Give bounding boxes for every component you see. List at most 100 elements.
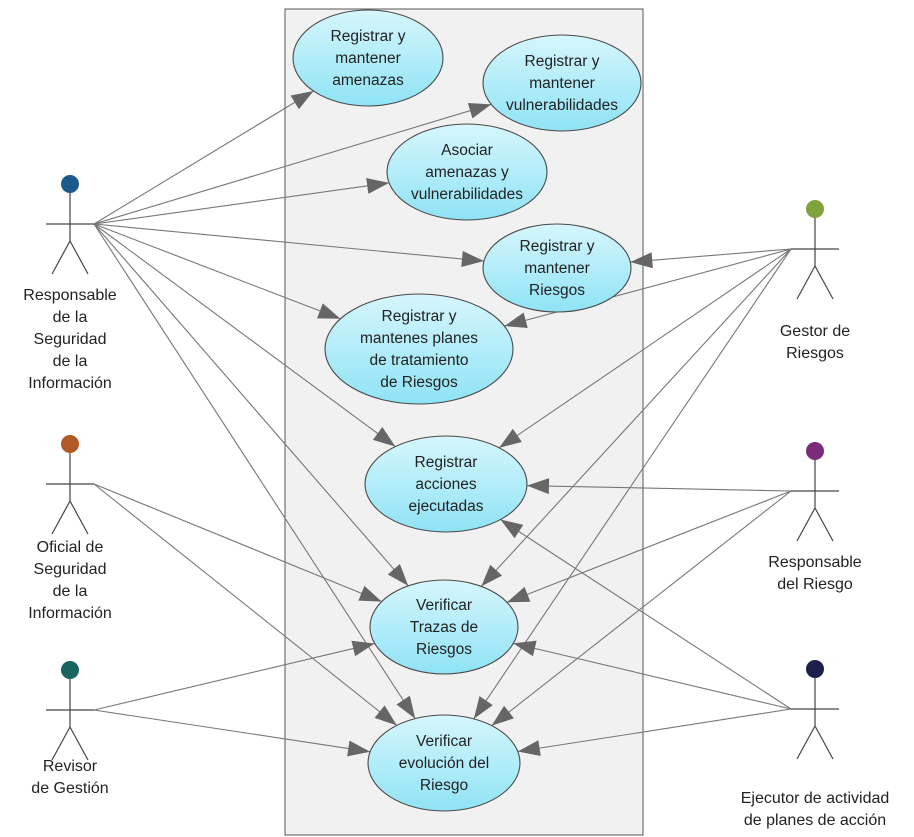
- use-case-ellipse: [386, 123, 548, 221]
- association-gr-uc7: [480, 248, 792, 587]
- actor-label: Seguridad: [34, 561, 107, 578]
- arrowhead: [290, 90, 314, 110]
- use-case-label: Asociar: [441, 142, 493, 159]
- arrowhead: [396, 695, 416, 719]
- arrowhead: [630, 252, 653, 269]
- use-case-ellipse: [482, 223, 632, 313]
- arrowhead: [358, 585, 382, 602]
- arrowhead: [481, 564, 503, 587]
- use-case-ellipse: [482, 34, 642, 132]
- actor-head-icon: [806, 660, 824, 678]
- arrowhead: [366, 177, 390, 194]
- actor-label: de la: [53, 583, 88, 600]
- use-case-label: mantener: [335, 50, 400, 67]
- actor-label: de Gestión: [31, 780, 108, 797]
- association-ea-uc8: [517, 708, 792, 757]
- actor-label: Información: [28, 605, 112, 622]
- actor-label: Riesgos: [786, 345, 844, 362]
- arrowhead: [499, 428, 522, 448]
- stick-figure-icon: [791, 218, 839, 300]
- use-case-ellipse: [369, 579, 519, 675]
- use-case-label: mantener: [524, 260, 589, 277]
- arrowhead: [387, 563, 409, 586]
- actor-label: Gestor de: [780, 323, 850, 340]
- use-case-label: Riesgos: [529, 282, 585, 299]
- use-case-label: acciones: [415, 476, 476, 493]
- association-rr-uc6: [526, 478, 792, 495]
- actor-head-icon: [806, 442, 824, 460]
- use-case-ellipse: [367, 714, 521, 812]
- association-rsi-uc8: [93, 223, 416, 719]
- stick-figure-icon: [46, 193, 94, 275]
- association-ea-uc7: [513, 640, 792, 710]
- association-rr-uc8: [491, 490, 792, 727]
- arrowhead: [473, 696, 493, 719]
- use-case-label: vulnerabilidades: [506, 97, 618, 114]
- use-case-label: amenazas: [332, 72, 404, 89]
- use-case-label: Verificar: [416, 733, 472, 750]
- arrowhead: [526, 478, 550, 495]
- use-case-label: ejecutadas: [409, 498, 484, 515]
- associations-layer: [93, 90, 792, 757]
- use-case-uc2[interactable]: Registrar y mantener vulnerabilidades: [482, 34, 642, 132]
- association-rsi-uc3: [93, 177, 390, 225]
- association-osi-uc7: [93, 483, 382, 603]
- arrowhead: [347, 740, 371, 757]
- association-rg-uc7: [93, 640, 375, 711]
- arrowhead: [467, 103, 492, 119]
- use-case-label: Registrar y: [382, 308, 457, 325]
- arrowhead: [517, 740, 541, 757]
- actor-osi[interactable]: Oficial de Seguridad de la Información: [28, 435, 112, 622]
- arrowhead: [513, 640, 537, 657]
- use-case-label: evolución del: [399, 755, 489, 772]
- association-rsi-uc5: [93, 223, 341, 320]
- association-rg-uc8: [93, 709, 371, 757]
- actor-label: Responsable: [768, 554, 862, 571]
- use-case-label: Registrar y: [525, 53, 600, 70]
- association-gr-uc4: [630, 248, 792, 269]
- actor-head-icon: [61, 175, 79, 193]
- association-osi-uc8: [93, 483, 398, 726]
- stick-figure-icon: [791, 460, 839, 542]
- use-case-label: Verificar: [416, 597, 472, 614]
- arrowhead: [504, 312, 528, 329]
- use-case-label: Riesgo: [420, 777, 468, 794]
- association-rsi-uc6: [93, 223, 396, 448]
- association-rr-uc7: [506, 490, 792, 603]
- use-case-label: mantener: [529, 75, 594, 92]
- association-ea-uc6: [500, 519, 792, 710]
- association-rsi-uc1: [93, 90, 314, 225]
- actor-label: Oficial de: [37, 539, 104, 556]
- actor-label: de planes de acción: [744, 812, 886, 829]
- use-case-label: Riesgos: [416, 641, 472, 658]
- arrowhead: [374, 705, 397, 726]
- actor-label: Responsable: [23, 287, 117, 304]
- actor-head-icon: [61, 435, 79, 453]
- arrowhead: [491, 705, 514, 726]
- actor-gr[interactable]: Gestor de Riesgos: [780, 200, 850, 362]
- stick-figure-icon: [791, 678, 839, 760]
- association-gr-uc8: [473, 248, 792, 720]
- stick-figure-icon: [46, 453, 94, 535]
- use-case-label: amenazas y: [425, 164, 509, 181]
- actor-head-icon: [806, 200, 824, 218]
- association-rsi-uc2: [93, 103, 492, 225]
- association-gr-uc5: [504, 248, 792, 329]
- arrowhead: [500, 519, 524, 539]
- use-case-label: Trazas de: [410, 619, 478, 636]
- use-case-label: de tratamiento: [369, 352, 468, 369]
- stick-figure-icon: [46, 679, 94, 761]
